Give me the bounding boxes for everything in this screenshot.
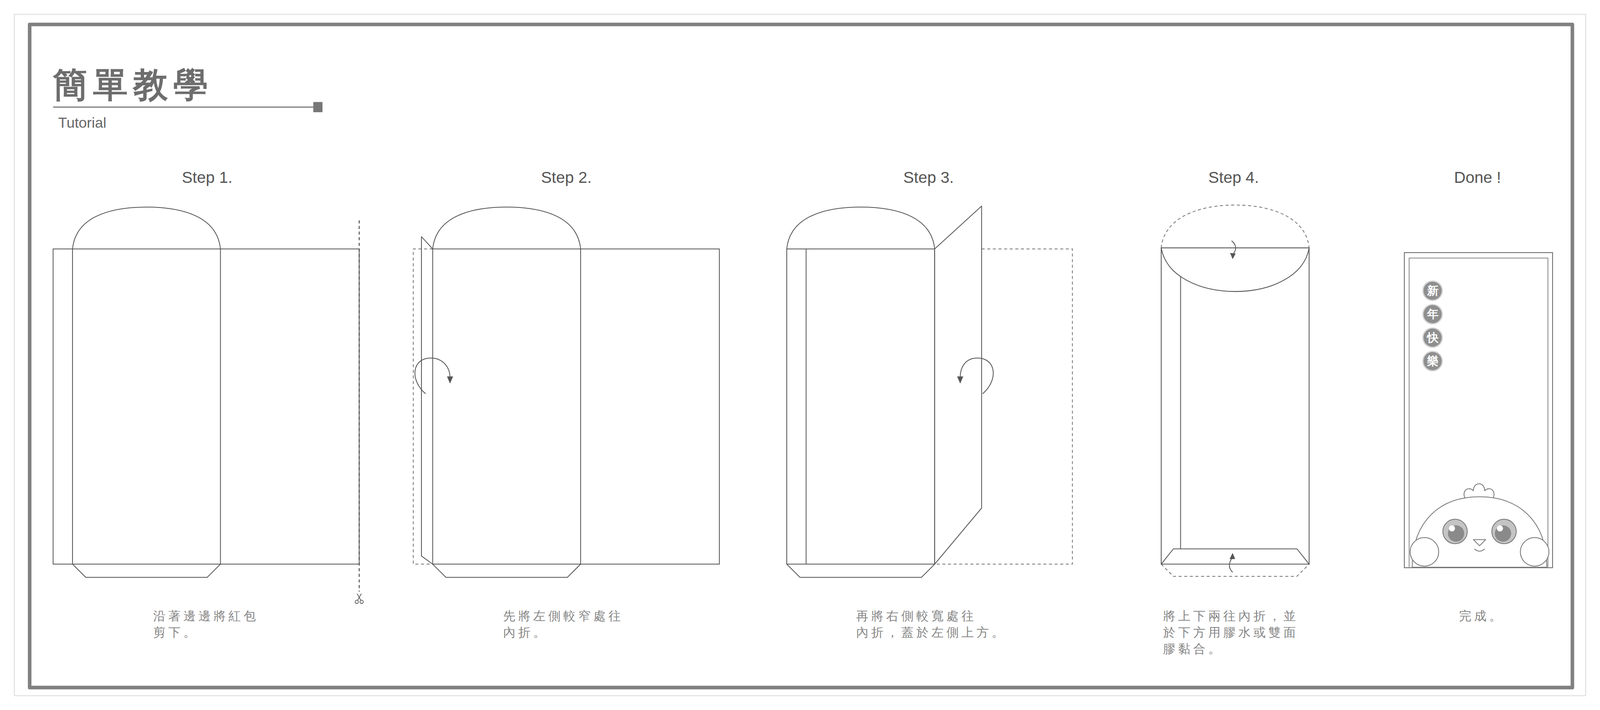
step1-envelope xyxy=(72,249,73,565)
chick-illustration xyxy=(1520,537,1549,567)
done-envelope-inner-border xyxy=(1409,258,1549,568)
title-rule xyxy=(52,102,323,113)
fold-arrow xyxy=(957,358,994,394)
fold-arrow xyxy=(1231,240,1236,255)
fold-arrow xyxy=(415,358,454,394)
step2-envelope xyxy=(432,249,720,565)
step4-envelope xyxy=(1161,564,1310,577)
title-rule xyxy=(52,106,317,109)
scissors-symbol xyxy=(357,593,361,601)
step-caption: 沿著邊邊將紅包 剪下。 xyxy=(153,607,259,641)
step-caption: 再將右側較寬處往 內折，蓋於左側上方。 xyxy=(856,607,1007,641)
chick-illustration xyxy=(1474,549,1485,552)
step-label: Step 4. xyxy=(1208,169,1259,186)
step-label: Step 2. xyxy=(540,169,592,186)
step-caption: 完成。 xyxy=(1459,607,1505,625)
step1-envelope xyxy=(72,564,221,578)
step3-envelope xyxy=(786,249,935,565)
chick-illustration xyxy=(1491,519,1517,545)
caption-line: 再將右側較寬處往 xyxy=(856,607,1007,625)
step2-envelope xyxy=(580,249,582,565)
step2-envelope xyxy=(421,236,433,565)
chick-illustration xyxy=(1449,525,1455,532)
chick-illustration xyxy=(1494,525,1512,542)
caption-line: 膠黏合。 xyxy=(1163,640,1299,658)
step3-envelope xyxy=(786,206,1073,578)
fold-arrow xyxy=(1229,240,1237,573)
step1-envelope xyxy=(72,207,221,250)
caption-line: 先將左側較窄處往 xyxy=(503,607,624,625)
step3-envelope xyxy=(934,206,982,565)
fold-arrow xyxy=(446,376,453,384)
scissors-symbol xyxy=(357,593,362,601)
scissors-symbol xyxy=(359,600,364,604)
page-frame xyxy=(14,14,1586,696)
done-envelope: 新年快樂 xyxy=(1403,252,1554,569)
scissors-symbol xyxy=(355,593,364,604)
caption-line: 內折。 xyxy=(503,624,624,641)
chick-illustration xyxy=(1410,537,1439,567)
title-rule xyxy=(313,102,323,113)
caption-line: 剪下。 xyxy=(153,624,259,641)
chick-illustration xyxy=(1473,539,1486,546)
step4-envelope xyxy=(1161,248,1310,292)
step3-envelope xyxy=(786,207,935,250)
fold-arrow xyxy=(1229,558,1233,573)
scissors-symbol xyxy=(355,600,359,604)
step-caption: 先將左側較窄處往 內折。 xyxy=(503,607,624,641)
done-envelope-inner-border xyxy=(1409,258,1549,568)
fold-arrow xyxy=(960,358,994,394)
caption-line: 沿著邊邊將紅包 xyxy=(153,607,259,625)
step4-envelope xyxy=(1161,248,1310,565)
step2-envelope xyxy=(432,564,581,578)
cut-line xyxy=(358,220,360,592)
page-frame xyxy=(14,14,1586,696)
fold-arrow xyxy=(415,358,451,394)
step4-envelope xyxy=(1161,549,1310,565)
greeting-text: 新年快樂 xyxy=(1427,279,1439,374)
step-label: Done ! xyxy=(1454,169,1502,186)
chick-illustration xyxy=(1442,519,1468,545)
caption-line: 於下方用膠水或雙面 xyxy=(1163,624,1299,641)
fold-arrow xyxy=(1229,552,1236,559)
fold-arrow xyxy=(957,376,964,384)
caption-line: 將上下兩往內折，並 xyxy=(1163,607,1299,625)
step-label: Step 3. xyxy=(903,169,954,186)
step2-envelope xyxy=(432,207,581,250)
step1-envelope xyxy=(52,249,359,565)
page-title: 簡單教學 xyxy=(52,67,214,103)
cut-line xyxy=(358,220,360,592)
step2-envelope xyxy=(413,249,433,565)
chick-illustration xyxy=(1496,525,1503,532)
subtitle: Tutorial xyxy=(58,115,107,130)
step4-envelope xyxy=(1161,205,1310,577)
caption-line: 內折，蓋於左側上方。 xyxy=(856,624,1007,641)
fold-arrow xyxy=(1230,253,1236,260)
step1-envelope xyxy=(219,249,221,565)
step4-envelope xyxy=(1161,205,1310,249)
chick-illustration xyxy=(1410,483,1549,568)
chick-illustration xyxy=(1448,525,1465,542)
step3-envelope xyxy=(786,564,935,578)
step-label: Step 1. xyxy=(181,169,233,186)
step1-envelope xyxy=(52,207,359,578)
step4-envelope xyxy=(1180,263,1182,551)
step-caption: 將上下兩往內折，並 於下方用膠水或雙面 膠黏合。 xyxy=(1163,607,1299,658)
step2-envelope xyxy=(413,207,720,578)
step3-envelope xyxy=(805,249,807,565)
caption-line: 完成。 xyxy=(1459,607,1505,625)
page-frame xyxy=(29,24,1573,688)
